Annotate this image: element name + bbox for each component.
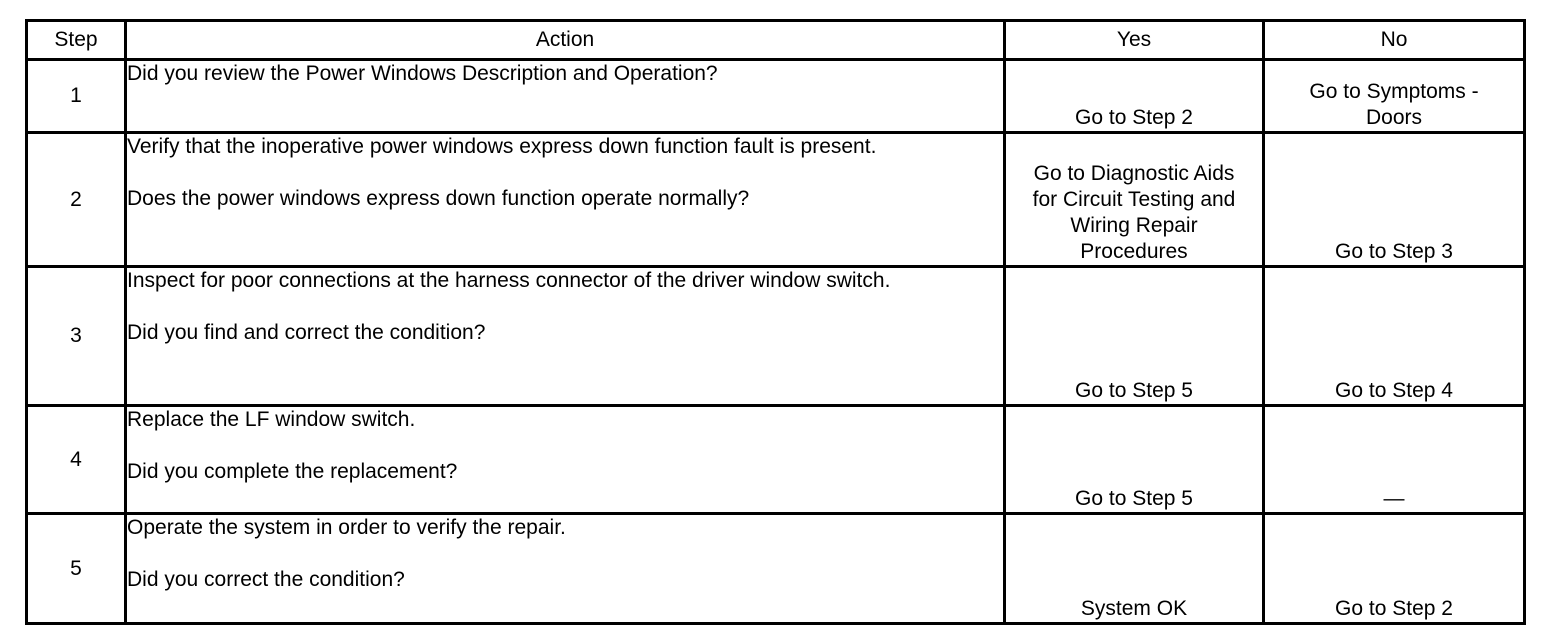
action-question: Did you correct the condition?: [127, 568, 405, 591]
action-statement: Operate the system in order to verify th…: [127, 516, 566, 539]
no-result: —: [1262, 404, 1526, 515]
yes-result: Go to Step 2: [1003, 58, 1265, 134]
yes-result: System OK: [1003, 512, 1265, 625]
step-number: 2: [25, 131, 127, 268]
action-cell: Inspect for poor connections at the harn…: [124, 265, 1006, 407]
table-row: 1 Did you review the Power Windows Descr…: [25, 58, 1526, 134]
step-number: 4: [25, 404, 127, 515]
no-result: Go to Symptoms - Doors: [1262, 58, 1526, 134]
table-row: 2 Verify that the inoperative power wind…: [25, 131, 1526, 268]
yes-result-text: Go to Diagnostic Aids for Circuit Testin…: [1032, 162, 1236, 263]
column-header-yes: Yes: [1003, 19, 1265, 61]
column-header-no: No: [1262, 19, 1526, 61]
action-spacer: [127, 160, 1003, 186]
step-number: 1: [25, 58, 127, 134]
table-body: 1 Did you review the Power Windows Descr…: [25, 58, 1526, 625]
table-row: 3 Inspect for poor connections at the ha…: [25, 265, 1526, 407]
step-number: 3: [25, 265, 127, 407]
action-cell: Replace the LF window switch. Did you co…: [124, 404, 1006, 515]
no-result-text: —: [1383, 487, 1405, 510]
action-statement: Verify that the inoperative power window…: [127, 135, 877, 158]
action-question: Did you complete the replacement?: [127, 460, 458, 483]
action-statement: Replace the LF window switch.: [127, 408, 416, 431]
yes-result-text: Go to Step 2: [1075, 106, 1193, 129]
action-cell: Operate the system in order to verify th…: [124, 512, 1006, 625]
no-result-text: Go to Step 4: [1335, 379, 1453, 402]
no-result-text: Go to Step 3: [1335, 240, 1453, 263]
table-row: 5 Operate the system in order to verify …: [25, 512, 1526, 625]
action-statement: Did you review the Power Windows Descrip…: [127, 62, 718, 85]
no-result: Go to Step 3: [1262, 131, 1526, 268]
action-spacer: [127, 294, 1003, 320]
yes-result-text: Go to Step 5: [1075, 487, 1193, 510]
yes-result-text: Go to Step 5: [1075, 379, 1193, 402]
action-spacer: [127, 433, 1003, 459]
yes-result-text: System OK: [1080, 597, 1188, 620]
no-result-text: Go to Symptoms - Doors: [1309, 80, 1479, 129]
no-result-text: Go to Step 2: [1335, 597, 1453, 620]
action-spacer: [127, 541, 1003, 567]
table-row: 4 Replace the LF window switch. Did you …: [25, 404, 1526, 515]
action-cell: Verify that the inoperative power window…: [124, 131, 1006, 268]
table-header-row: Step Action Yes No: [25, 19, 1526, 61]
diagnostic-steps-table: Step Action Yes No 1 Did you review the …: [25, 19, 1526, 625]
yes-result: Go to Diagnostic Aids for Circuit Testin…: [1003, 131, 1265, 268]
action-question: Does the power windows express down func…: [127, 187, 750, 210]
step-number: 5: [25, 512, 127, 625]
column-header-step: Step: [25, 19, 127, 61]
action-question: Did you find and correct the condition?: [127, 321, 486, 344]
action-statement: Inspect for poor connections at the harn…: [127, 269, 891, 292]
yes-result: Go to Step 5: [1003, 404, 1265, 515]
action-cell: Did you review the Power Windows Descrip…: [124, 58, 1006, 134]
column-header-action: Action: [124, 19, 1006, 61]
yes-result: Go to Step 5: [1003, 265, 1265, 407]
no-result: Go to Step 2: [1262, 512, 1526, 625]
no-result: Go to Step 4: [1262, 265, 1526, 407]
